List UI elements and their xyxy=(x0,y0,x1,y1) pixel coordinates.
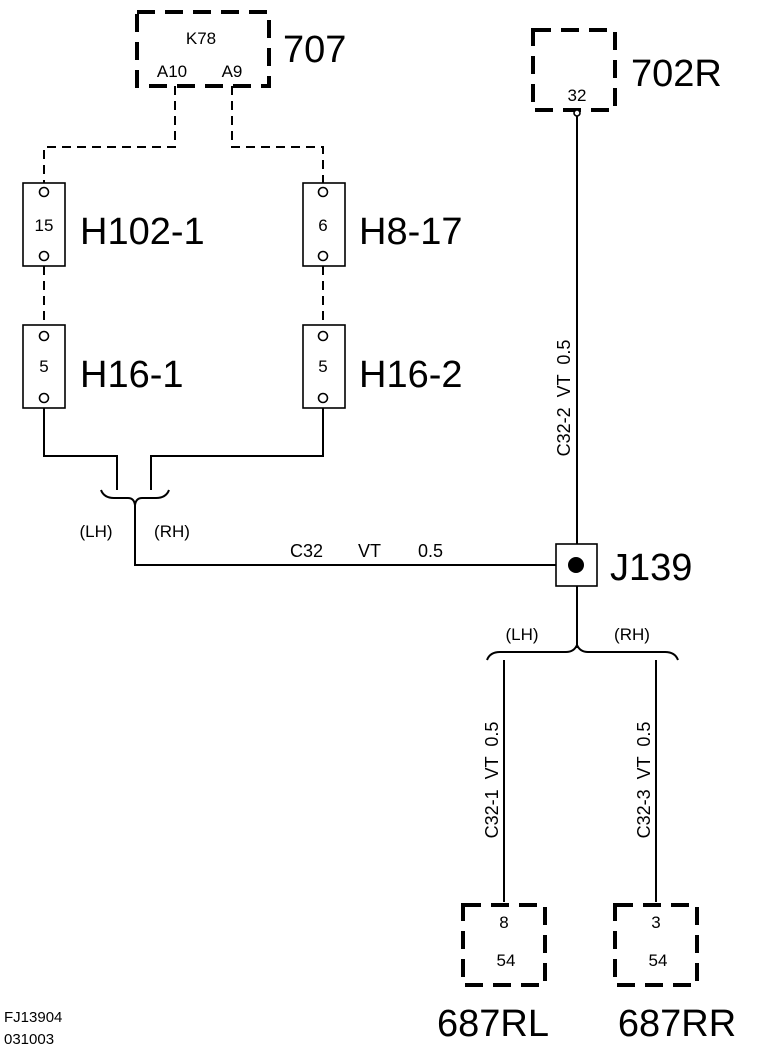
wire-h16-2-to-brace xyxy=(150,408,324,490)
wire-c32-3-label: C32-3 VT 0.5 xyxy=(634,722,654,839)
h102-1-pin-top xyxy=(38,186,50,198)
connector-707: K78 A10 A9 707 xyxy=(135,10,346,88)
h16-1-pin-top xyxy=(38,330,50,342)
wire-a9-to-h8 xyxy=(231,86,324,183)
splice-j139-ref: J139 xyxy=(610,547,692,589)
splice-j139: J139 xyxy=(555,543,692,589)
connector-687rr-outline xyxy=(613,903,699,987)
right-brace-lh-label: (LH) xyxy=(505,625,538,644)
connector-687rr-ref: 687RR xyxy=(618,1003,736,1045)
figure-id: FJ13904 xyxy=(4,1009,62,1026)
connector-707-ref: 707 xyxy=(283,29,346,71)
connector-687rl-pin-top: 8 xyxy=(499,913,508,932)
left-brace-rh-label: (RH) xyxy=(154,522,190,541)
connector-687rr: 3 54 687RR xyxy=(613,903,736,1045)
h8-17-pin-bottom xyxy=(317,250,329,262)
h16-2-pin-bottom xyxy=(317,392,329,404)
h16-1-pin-number: 5 xyxy=(39,357,48,376)
wire-c32 xyxy=(134,505,556,566)
splice-j139-dot xyxy=(568,557,584,573)
wire-a10-to-h102 xyxy=(43,86,176,183)
wire-c32-2-label: C32-2 VT 0.5 xyxy=(554,340,574,457)
connector-687rl-outline xyxy=(461,903,547,987)
connector-687rr-pin-top: 3 xyxy=(651,913,660,932)
right-brace-rh-label: (RH) xyxy=(614,625,650,644)
connector-702r-pin: 32 xyxy=(568,86,587,105)
connector-707-outline xyxy=(135,10,271,88)
connector-687rl-ref: 687RL xyxy=(437,1003,549,1045)
h8-17-ref: H8-17 xyxy=(359,211,463,253)
connector-h8-17: 6 H8-17 xyxy=(302,182,463,267)
left-branch-brace xyxy=(100,489,170,506)
left-brace-lh-label: (LH) xyxy=(79,522,112,541)
h16-1-pin-bottom xyxy=(38,392,50,404)
connector-687rl: 8 54 687RL xyxy=(437,903,549,1045)
figure-date-code: 031003 xyxy=(4,1031,54,1048)
wire-c32-id: C32 xyxy=(290,541,323,561)
wire-h16-1-to-brace xyxy=(43,408,118,490)
connector-h16-2: 5 H16-2 xyxy=(302,324,463,409)
h8-17-pin-number: 6 xyxy=(318,216,327,235)
connector-702r: 32 702R xyxy=(531,28,722,112)
connector-702r-ref: 702R xyxy=(631,53,722,95)
h16-1-ref: H16-1 xyxy=(80,354,184,396)
h102-1-pin-number: 15 xyxy=(35,216,54,235)
right-branch-brace xyxy=(486,642,679,661)
h16-2-pin-number: 5 xyxy=(318,357,327,376)
h16-2-pin-top xyxy=(317,330,329,342)
connector-687rr-pin-bottom: 54 xyxy=(649,951,668,970)
connector-h102-1: 15 H102-1 xyxy=(22,182,205,267)
connector-h16-1: 5 H16-1 xyxy=(22,324,184,409)
connector-687rl-pin-bottom: 54 xyxy=(497,951,516,970)
pin-a10-label: A10 xyxy=(157,62,187,81)
wire-c32-size: 0.5 xyxy=(418,541,443,561)
h102-1-pin-bottom xyxy=(38,250,50,262)
connector-702r-terminal xyxy=(573,109,581,117)
h102-1-ref: H102-1 xyxy=(80,211,205,253)
k78-label: K78 xyxy=(186,29,216,48)
pin-a9-label: A9 xyxy=(222,62,243,81)
h16-2-ref: H16-2 xyxy=(359,354,463,396)
wire-c32-1-label: C32-1 VT 0.5 xyxy=(482,722,502,839)
connector-702r-outline xyxy=(531,28,617,112)
wire-c32-color: VT xyxy=(358,541,381,561)
h8-17-pin-top xyxy=(317,186,329,198)
